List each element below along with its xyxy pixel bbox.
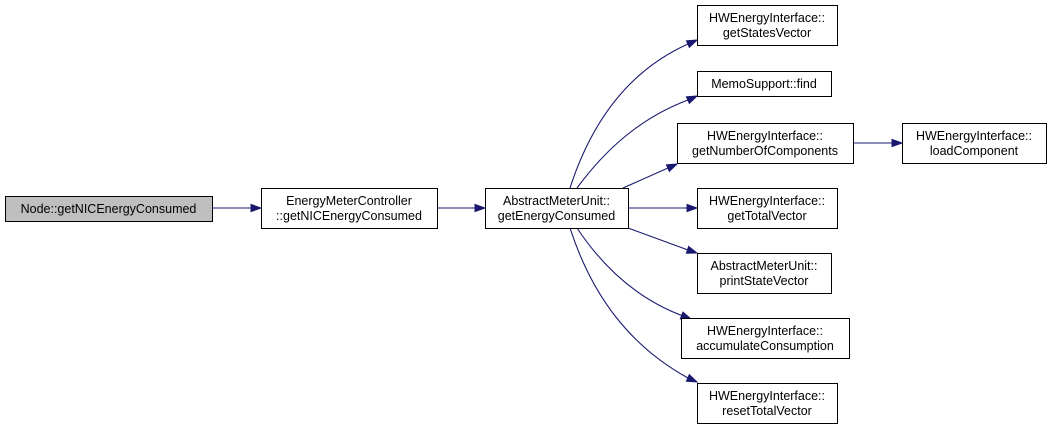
node-label-line: loadComponent xyxy=(930,144,1019,158)
node-box xyxy=(697,188,838,229)
node-label-line: HWEnergyInterface:: xyxy=(709,194,825,208)
edge-amu_getenergy-to-hwei_resettotal xyxy=(569,227,699,383)
node-box xyxy=(697,253,832,294)
node-label-line: ::getNICEnergyConsumed xyxy=(276,209,422,223)
node-amu-getenergy[interactable]: AbstractMeterUnit::getEnergyConsumed xyxy=(485,188,629,229)
edge-line xyxy=(622,167,669,189)
node-label-line: getNumberOfComponents xyxy=(692,144,838,158)
edge-arrowhead xyxy=(665,163,679,173)
edge-line xyxy=(569,227,689,379)
node-label-line: printStateVector xyxy=(720,274,809,288)
node-label-line: Node::getNICEnergyConsumed xyxy=(21,202,197,216)
edge-line xyxy=(576,227,684,317)
node-hwei-loadcomp[interactable]: HWEnergyInterface::loadComponent xyxy=(902,123,1047,164)
edge-line xyxy=(627,227,689,251)
node-label-line: HWEnergyInterface:: xyxy=(707,324,823,338)
edge-arrowhead xyxy=(685,39,699,49)
edge-arrowhead xyxy=(686,203,699,213)
node-box xyxy=(677,123,854,164)
node-memo-find[interactable]: MemoSupport::find xyxy=(697,71,832,97)
node-label-line: AbstractMeterUnit:: xyxy=(503,194,610,208)
edge-emc_getnic-to-amu_getenergy xyxy=(437,203,487,213)
node-box xyxy=(902,123,1047,164)
node-amu-printstate[interactable]: AbstractMeterUnit::printStateVector xyxy=(697,253,832,294)
edge-amu_getenergy-to-hwei_getstates xyxy=(569,39,699,189)
edge-line xyxy=(569,43,689,189)
node-label-line: HWEnergyInterface:: xyxy=(707,129,823,143)
node-box xyxy=(697,5,838,46)
node-hwei-getnumcomp[interactable]: HWEnergyInterface::getNumberOfComponents xyxy=(677,123,854,164)
node-hwei-gettotal[interactable]: HWEnergyInterface::getTotalVector xyxy=(697,188,838,229)
edge-arrowhead xyxy=(685,95,699,105)
node-label-line: HWEnergyInterface:: xyxy=(916,129,1032,143)
edge-hwei_getnumcomp-to-hwei_loadcomp xyxy=(853,138,904,148)
node-emc-getnic[interactable]: EnergyMeterController::getNICEnergyConsu… xyxy=(261,188,438,229)
call-graph-edges xyxy=(212,39,904,383)
edge-node_getnic-to-emc_getnic xyxy=(212,203,263,213)
node-label-line: accumulateConsumption xyxy=(696,339,834,353)
node-label-line: getEnergyConsumed xyxy=(498,209,615,223)
node-hwei-accumulate[interactable]: HWEnergyInterface::accumulateConsumption xyxy=(681,318,850,359)
node-box xyxy=(697,71,832,97)
edge-arrowhead xyxy=(474,203,487,213)
node-box xyxy=(5,196,213,222)
edge-arrowhead xyxy=(685,245,699,254)
node-label-line: getStatesVector xyxy=(723,26,811,40)
node-box xyxy=(261,188,438,229)
edge-line xyxy=(576,99,689,189)
node-box xyxy=(485,188,629,229)
edge-amu_getenergy-to-hwei_gettotal xyxy=(628,203,699,213)
edge-arrowhead xyxy=(685,373,699,383)
node-box xyxy=(681,318,850,359)
edge-amu_getenergy-to-amu_printstate xyxy=(627,227,699,254)
node-label-line: MemoSupport::find xyxy=(711,77,817,91)
edge-amu_getenergy-to-memo_find xyxy=(576,95,699,189)
node-box xyxy=(697,383,838,424)
edge-amu_getenergy-to-hwei_getnumcomp xyxy=(622,163,679,189)
node-hwei-getstates[interactable]: HWEnergyInterface::getStatesVector xyxy=(697,5,838,46)
node-hwei-resettotal[interactable]: HWEnergyInterface::resetTotalVector xyxy=(697,383,838,424)
edge-arrowhead xyxy=(891,138,904,148)
node-label-line: HWEnergyInterface:: xyxy=(709,11,825,25)
node-label-line: HWEnergyInterface:: xyxy=(709,389,825,403)
node-node-getnic: Node::getNICEnergyConsumed xyxy=(5,196,213,222)
node-label-line: getTotalVector xyxy=(727,209,806,223)
node-label-line: resetTotalVector xyxy=(722,404,812,418)
node-label-line: AbstractMeterUnit:: xyxy=(711,259,818,273)
edge-arrowhead xyxy=(679,311,693,320)
node-label-line: EnergyMeterController xyxy=(286,194,412,208)
edge-arrowhead xyxy=(250,203,263,213)
edge-amu_getenergy-to-hwei_accumulate xyxy=(576,227,693,320)
call-graph-nodes: Node::getNICEnergyConsumed EnergyMeterCon… xyxy=(5,5,1047,424)
